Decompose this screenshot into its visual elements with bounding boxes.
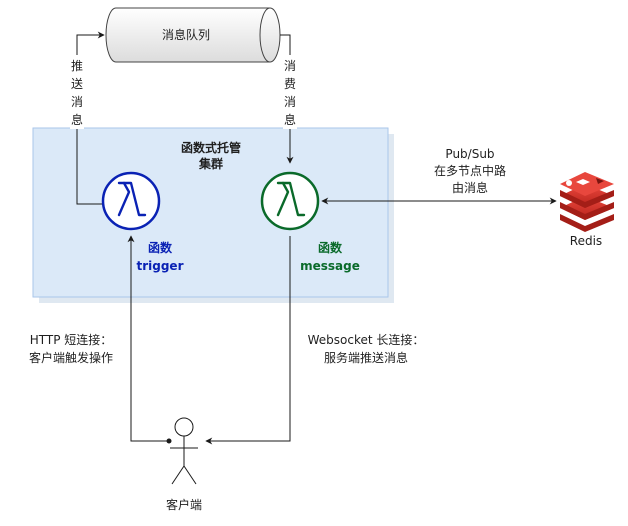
push-label-3: 消 (71, 95, 83, 109)
message-queue: 消息队列 (105, 7, 281, 63)
websocket-arrow (205, 236, 291, 445)
client-label: 客户端 (166, 497, 202, 512)
websocket-label-1: Websocket 长连接： (308, 332, 425, 347)
http-edge: HTTP 短连接： 客户端触发操作 (18, 235, 172, 444)
redis-node[interactable]: Redis (560, 172, 614, 248)
lambda-icon (276, 181, 306, 217)
push-label-bg (70, 55, 84, 129)
queue-label: 消息队列 (162, 27, 210, 42)
push-label-4: 息 (71, 112, 83, 127)
consume-label-4: 息 (284, 112, 296, 127)
http-label-1: HTTP 短连接： (30, 332, 113, 347)
cluster-title-line2: 集群 (198, 156, 223, 171)
lambda-icon-circle (101, 171, 161, 231)
user-icon (170, 417, 198, 485)
message-label-line1: 函数 (318, 240, 343, 255)
http-label-2: 客户端触发操作 (29, 350, 113, 365)
consume-label-bg (283, 55, 297, 129)
trigger-label-line2: trigger (136, 259, 183, 273)
pubsub-label-1: Pub/Sub (445, 147, 494, 161)
lambda-icon (117, 181, 147, 217)
lambda-icon-circle (260, 171, 320, 231)
push-label-1: 推 (71, 59, 83, 73)
consume-label-1: 消 (284, 59, 296, 73)
redis-label: Redis (570, 234, 602, 248)
pubsub-label-2: 在多节点中路 (434, 163, 506, 178)
consume-label-2: 费 (284, 77, 296, 91)
cluster-box (32, 127, 389, 298)
pubsub-edge: Pub/Sub 在多节点中路 由消息 (321, 147, 557, 205)
http-label-bg (18, 330, 124, 366)
http-connection-dot (166, 438, 172, 444)
trigger-label-line1: 函数 (148, 240, 173, 255)
redis-icon (560, 172, 614, 232)
push-label-2: 送 (71, 76, 83, 91)
pubsub-label-3: 由消息 (452, 180, 488, 195)
consume-label-3: 消 (284, 95, 296, 109)
client-actor[interactable]: 客户端 (166, 417, 202, 512)
websocket-edge: Websocket 长连接： 服务端推送消息 (205, 236, 436, 445)
message-label-line2: message (300, 259, 360, 273)
trigger-function-node[interactable]: 函数 trigger (101, 171, 184, 273)
consume-edge: 消 费 消 息 (280, 34, 297, 164)
websocket-label-bg (298, 330, 436, 366)
cluster-title-line1: 函数式托管 (181, 140, 241, 155)
message-function-node[interactable]: 函数 message (260, 171, 360, 273)
push-edge: 推 送 消 息 (70, 31, 105, 205)
function-cluster: 函数式托管 集群 (32, 127, 394, 303)
http-arrow (127, 235, 169, 442)
websocket-label-2: 服务端推送消息 (324, 350, 408, 365)
queue-cylinder-end (259, 7, 271, 63)
